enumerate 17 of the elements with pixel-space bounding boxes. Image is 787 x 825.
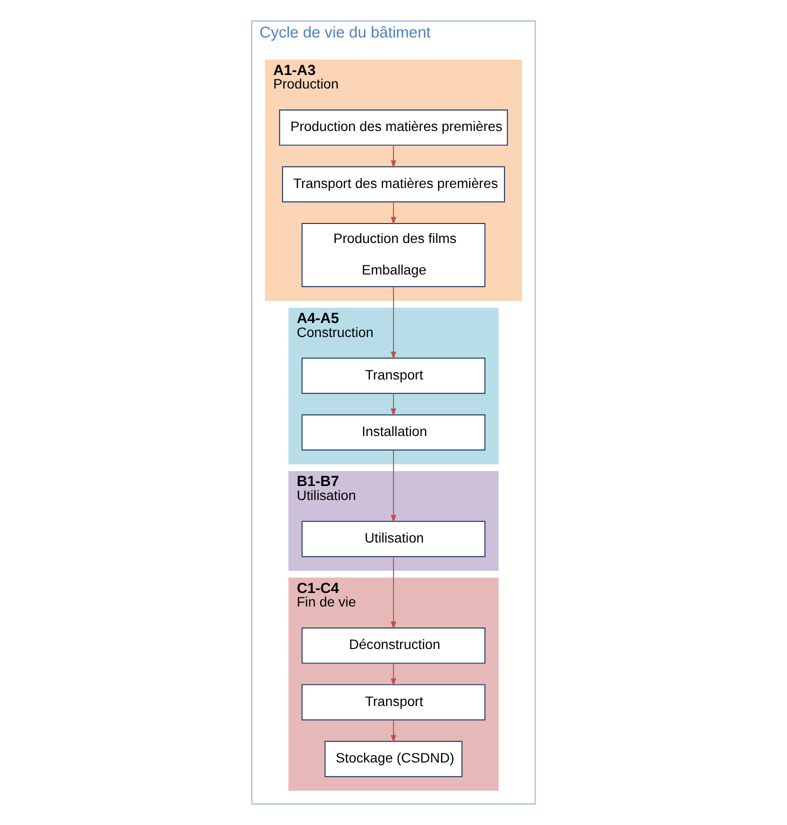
node-box: Installation — [302, 414, 486, 451]
arrow — [390, 556, 396, 630]
arrow — [390, 662, 396, 686]
node-box: Utilisation — [302, 520, 486, 558]
arrow — [390, 201, 396, 225]
node-box: Production des films Emballage — [302, 223, 486, 288]
arrow — [390, 286, 396, 360]
arrow — [390, 392, 396, 416]
arrow — [390, 144, 396, 168]
node-box: Production des matières premières — [279, 110, 508, 146]
node-box: Transport — [302, 684, 486, 720]
node-box: Transport — [302, 358, 486, 394]
node-box: Déconstruction — [302, 628, 486, 664]
node-box: Stockage (CSDND) — [324, 740, 462, 778]
arrow — [390, 450, 396, 523]
node-box: Transport des matières premières — [282, 166, 505, 202]
arrow — [390, 720, 396, 743]
